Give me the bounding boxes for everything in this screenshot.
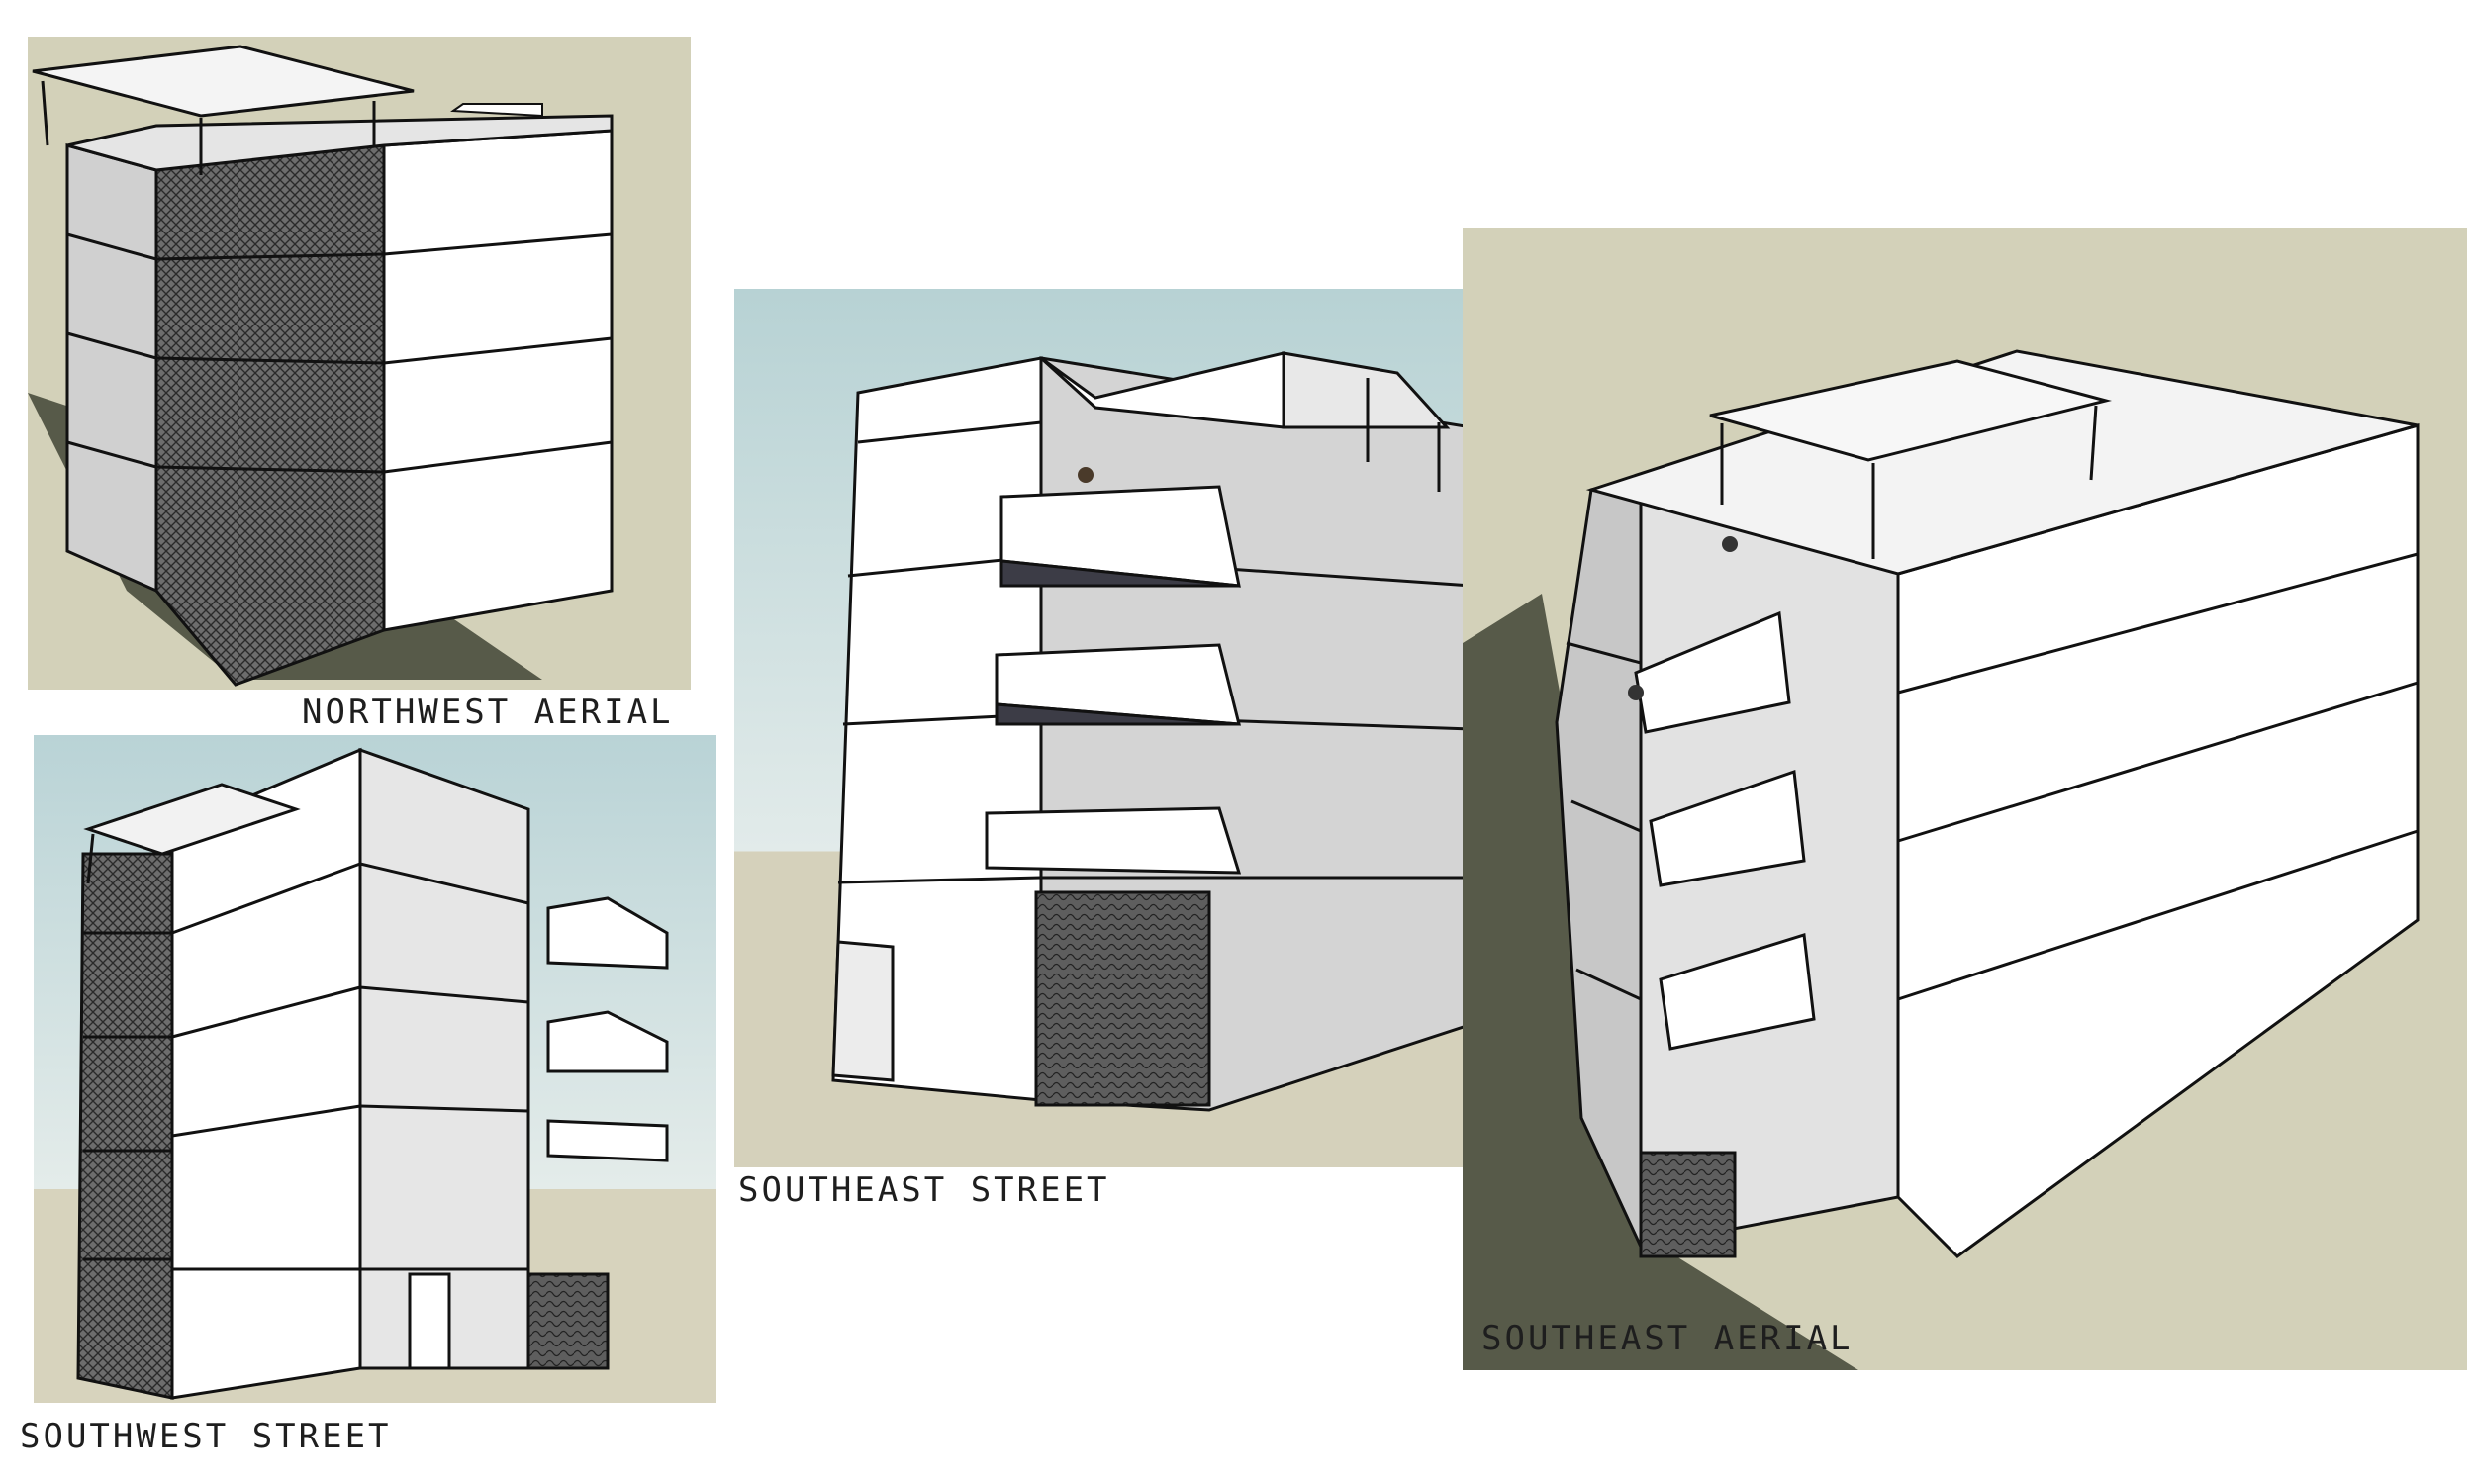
- balconies: [1634, 610, 1816, 1051]
- southeast-aerial-drawing: [1463, 349, 2420, 1370]
- west-facade: [170, 747, 362, 1400]
- southeast-aerial-view: [1463, 228, 2467, 1370]
- garage-shutter: [526, 1272, 610, 1370]
- floor-lines: [83, 862, 529, 1271]
- north-facade: [382, 129, 614, 632]
- person-figure: [1722, 536, 1738, 552]
- roof-canopy: [1709, 359, 2112, 462]
- northwest-aerial-drawing: [28, 45, 614, 687]
- west-facade: [65, 143, 158, 594]
- southwest-street-drawing: [76, 747, 669, 1400]
- balconies: [985, 485, 1242, 875]
- northwest-aerial-view: [28, 37, 691, 690]
- caption-southeast-aerial: SOUTHEAST AERIAL: [1481, 1319, 1854, 1358]
- roof-stair-box: [450, 103, 543, 118]
- floor-lines: [66, 232, 613, 474]
- balconies: [546, 896, 669, 1162]
- canopy-posts: [41, 80, 376, 175]
- canopy-posts: [1720, 405, 2098, 559]
- roof-canopy: [1282, 351, 1451, 429]
- southwest-street-view: [34, 735, 716, 1403]
- floor-lines: [1566, 552, 2419, 1001]
- entry-door: [831, 940, 895, 1082]
- caption-southeast-street: SOUTHEAST STREET: [738, 1170, 1110, 1210]
- garage-shutter: [1034, 890, 1211, 1107]
- southeast-street-drawing: [831, 351, 1483, 1112]
- roof-canopy: [32, 45, 415, 118]
- roof-canopy: [83, 783, 301, 856]
- mesh-stair-tower: [154, 143, 386, 687]
- southeast-street-view: [734, 289, 1531, 1167]
- caption-southwest-street: SOUTHWEST STREET: [20, 1417, 392, 1456]
- entry-door: [408, 1272, 451, 1370]
- person-figure: [1078, 467, 1094, 483]
- caption-northwest-aerial: NORTHWEST AERIAL: [302, 693, 674, 732]
- mesh-stair-tower: [76, 852, 174, 1400]
- person-figure: [1628, 685, 1644, 700]
- roof-parapet: [66, 114, 614, 172]
- garage-shutter: [1639, 1151, 1737, 1258]
